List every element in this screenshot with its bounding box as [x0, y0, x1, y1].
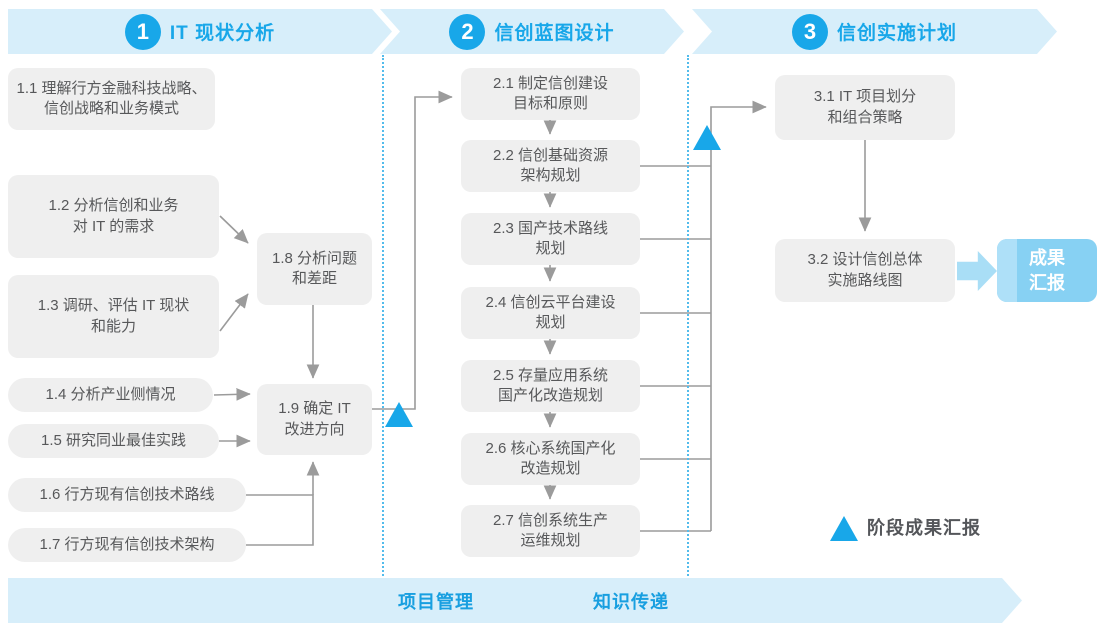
phase-2-title: 信创蓝图设计	[494, 23, 615, 44]
node-2-1: 2.1 制定信创建设 目标和原则	[461, 68, 640, 120]
phase-1-title: IT 现状分析	[169, 23, 276, 44]
phase-banner-3: 3 信创实施计划	[692, 9, 1057, 54]
phase-3-title: 信创实施计划	[836, 23, 957, 44]
node-2-4: 2.4 信创云平台建设 规划	[461, 287, 640, 339]
deliverable-label: 成果 汇报	[1029, 248, 1065, 293]
legend: 阶段成果汇报	[830, 514, 981, 541]
footer-banner: 项目管理 知识传递	[8, 578, 1022, 623]
deliverable-box: 成果 汇报	[997, 239, 1097, 302]
phase-divider-1	[382, 55, 384, 576]
phase-3-number-badge: 3	[792, 14, 828, 50]
node-1-8: 1.8 分析问题 和差距	[257, 233, 372, 305]
node-1-1: 1.1 理解行方金融科技战略、 信创战略和业务模式	[8, 68, 215, 130]
legend-triangle-icon	[830, 516, 858, 541]
node-1-5: 1.5 研究同业最佳实践	[8, 424, 219, 458]
phase-banner-2: 2 信创蓝图设计	[380, 9, 684, 54]
legend-label: 阶段成果汇报	[867, 518, 981, 538]
node-1-3: 1.3 调研、评估 IT 现状 和能力	[8, 275, 219, 358]
node-2-2: 2.2 信创基础资源 架构规划	[461, 140, 640, 192]
node-2-6: 2.6 核心系统国产化 改造规划	[461, 433, 640, 485]
node-2-7: 2.7 信创系统生产 运维规划	[461, 505, 640, 557]
node-1-4: 1.4 分析产业侧情况	[8, 378, 213, 412]
node-1-6: 1.6 行方现有信创技术路线	[8, 478, 246, 512]
node-2-5: 2.5 存量应用系统 国产化改造规划	[461, 360, 640, 412]
phase-divider-2	[687, 55, 689, 576]
node-1-2: 1.2 分析信创和业务 对 IT 的需求	[8, 175, 219, 258]
footer-label-knowledge-transfer: 知识传递	[593, 591, 669, 612]
phase-1-number-badge: 1	[125, 14, 161, 50]
phase-2-number-badge: 2	[449, 14, 485, 50]
milestone-triangle-phase2-icon	[693, 125, 721, 150]
node-1-7: 1.7 行方现有信创技术架构	[8, 528, 246, 562]
phase-banner-1: 1 IT 现状分析	[8, 9, 392, 54]
node-1-9: 1.9 确定 IT 改进方向	[257, 384, 372, 455]
milestone-triangle-phase1-icon	[385, 402, 413, 427]
node-2-3: 2.3 国产技术路线 规划	[461, 213, 640, 265]
node-3-1: 3.1 IT 项目划分 和组合策略	[775, 75, 955, 140]
node-3-2: 3.2 设计信创总体 实施路线图	[775, 239, 955, 302]
footer-label-project-management: 项目管理	[398, 591, 474, 612]
